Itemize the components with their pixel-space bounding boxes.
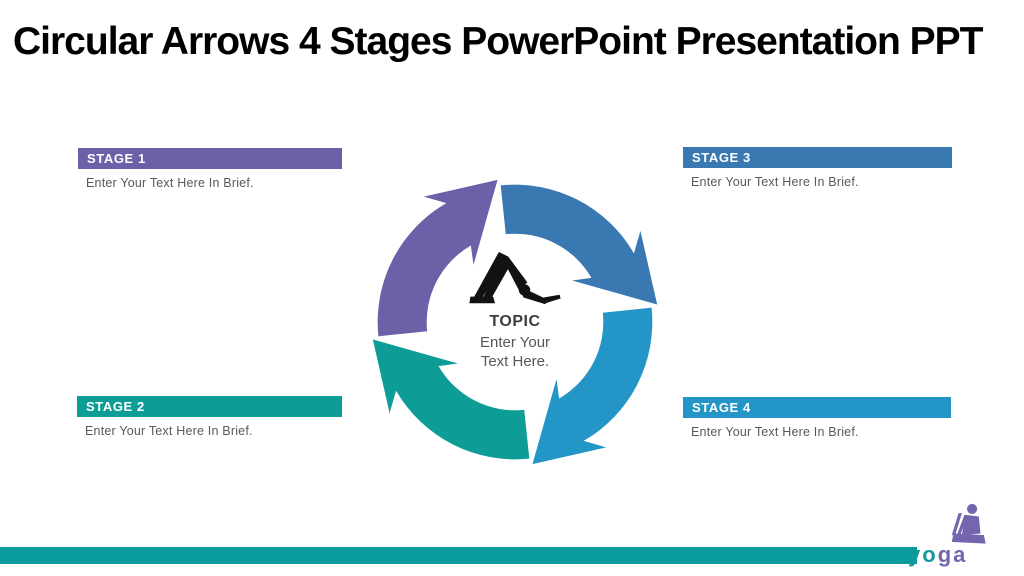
- stage-1-header: STAGE 1: [78, 148, 342, 169]
- yoga-person-icon: [951, 503, 986, 544]
- stage-4-description: Enter Your Text Here In Brief.: [691, 425, 859, 439]
- yoga-logo-text-teal: yo: [908, 542, 938, 567]
- arrow-purple: [377, 179, 498, 337]
- slide-title: Circular Arrows 4 Stages PowerPoint Pres…: [13, 20, 984, 63]
- stage-2-header: STAGE 2: [77, 396, 342, 417]
- circular-arrows-diagram: TOPIC Enter Your Text Here.: [358, 165, 672, 479]
- arrow-steel-blue: [500, 184, 658, 305]
- yoga-logo: yoga: [906, 503, 1022, 569]
- stage-1-block: STAGE 1 Enter Your Text Here In Brief.: [78, 148, 342, 190]
- yoga-pose-icon: [469, 251, 561, 305]
- diagram-center: TOPIC Enter Your Text Here.: [358, 251, 672, 372]
- circular-arrows-ring: [372, 179, 658, 465]
- topic-placeholder-text: Enter Your Text Here.: [479, 334, 551, 370]
- stage-4-header: STAGE 4: [683, 397, 951, 418]
- stage-3-block: STAGE 3 Enter Your Text Here In Brief.: [683, 147, 952, 189]
- arrow-teal: [372, 339, 530, 460]
- topic-label: TOPIC: [489, 313, 541, 330]
- stage-1-description: Enter Your Text Here In Brief.: [86, 176, 254, 190]
- stage-4-block: STAGE 4 Enter Your Text Here In Brief.: [683, 397, 951, 439]
- stage-3-description: Enter Your Text Here In Brief.: [691, 175, 859, 189]
- stage-2-block: STAGE 2 Enter Your Text Here In Brief.: [77, 396, 342, 438]
- yoga-logo-text-purple: ga: [937, 542, 968, 567]
- footer-accent-bar: [0, 547, 917, 564]
- arrow-light-blue: [532, 307, 653, 465]
- stage-2-description: Enter Your Text Here In Brief.: [85, 424, 253, 438]
- yoga-logo-text: yoga: [908, 543, 967, 567]
- stage-3-header: STAGE 3: [683, 147, 952, 168]
